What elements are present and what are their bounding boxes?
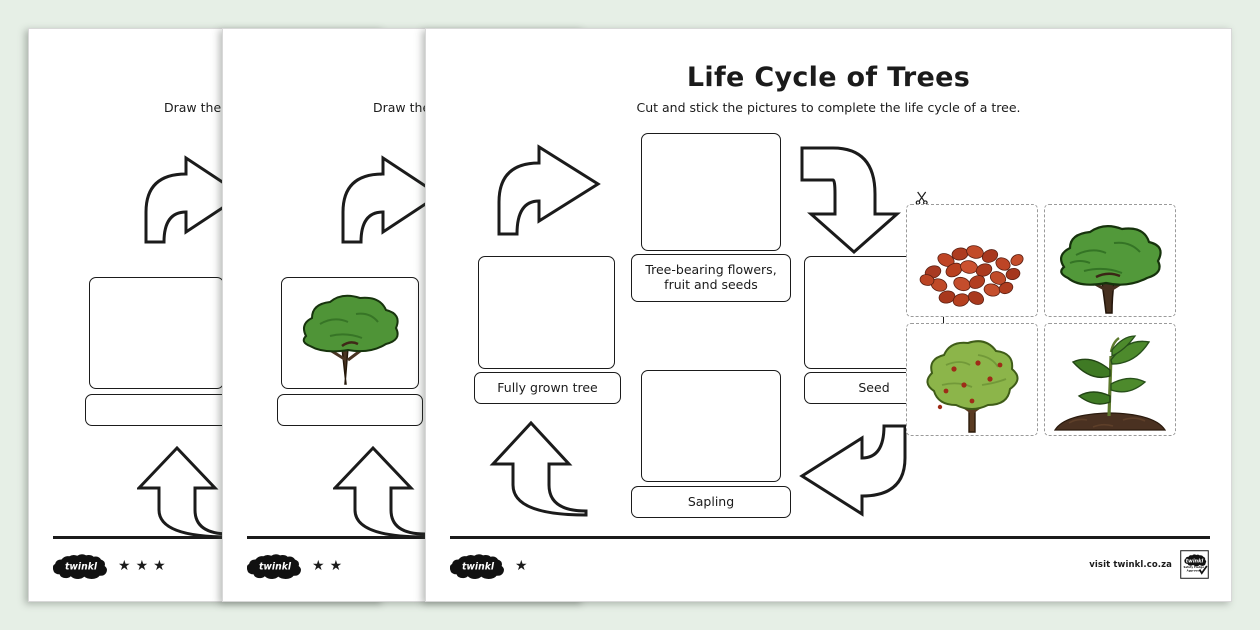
arrow-bottom-to-left-icon xyxy=(489,419,595,519)
arrow-bottom-to-left-middle xyxy=(333,444,433,539)
tree-with-fruit-image xyxy=(926,340,1019,433)
twinkl-approved-badge-icon: twinkl Safety Pledge Approved xyxy=(1180,550,1209,579)
cutout-card-fully-grown-tree[interactable] xyxy=(1044,204,1176,317)
cutout-card-seeds[interactable] xyxy=(906,204,1038,317)
svg-text:twinkl: twinkl xyxy=(1186,558,1204,564)
star: ★ xyxy=(515,558,528,574)
svg-text:twinkl: twinkl xyxy=(259,561,292,572)
difficulty-stars-middle: ★ ★ xyxy=(312,559,342,573)
mature-green-tree-image xyxy=(1060,225,1162,314)
difficulty-stars-back: ★ ★ ★ xyxy=(118,559,166,573)
visit-url-text[interactable]: visit twinkl.co.za xyxy=(1089,559,1172,570)
svg-text:Safety Pledge: Safety Pledge xyxy=(1184,565,1205,569)
arrow-left-to-top-icon xyxy=(488,144,606,236)
page-subtitle: Cut and stick the pictures to complete t… xyxy=(636,100,1021,115)
footer-front: twinkl ★ xyxy=(450,553,528,579)
picture-box-top[interactable] xyxy=(641,133,781,251)
footer-divider-back xyxy=(53,536,379,539)
stage-label-top: Tree-bearing flowers, fruit and seeds xyxy=(631,254,791,302)
svg-text:twinkl: twinkl xyxy=(65,561,98,572)
label-box-middle[interactable] xyxy=(277,394,423,426)
worksheet-page-front[interactable]: Life Cycle of Trees Cut and stick the pi… xyxy=(425,28,1232,602)
stage-label-left: Fully grown tree xyxy=(474,372,621,404)
arrow-left-to-top-back xyxy=(134,154,254,244)
seedling-in-soil-image xyxy=(1053,335,1167,431)
difficulty-stars-front: ★ xyxy=(515,559,528,573)
star: ★ xyxy=(312,558,325,574)
mature-green-tree-image xyxy=(302,294,399,385)
arrow-right-to-bottom-icon xyxy=(796,424,908,517)
picture-box-bottom[interactable] xyxy=(641,370,781,482)
twinkl-logo-back: twinkl xyxy=(53,554,107,579)
footer-divider-front xyxy=(450,536,1210,539)
cutout-card-sapling[interactable] xyxy=(1044,323,1176,436)
stage-label-bottom: Sapling xyxy=(631,486,791,518)
footer-right-front: visit twinkl.co.za twinkl Safety Pledge … xyxy=(1089,550,1209,579)
star: ★ xyxy=(118,558,131,574)
instruction-text-back: Draw the pi xyxy=(164,100,237,115)
twinkl-logo[interactable]: twinkl xyxy=(450,553,506,579)
star: ★ xyxy=(135,558,149,574)
footer-back: twinkl ★ ★ ★ xyxy=(53,553,166,579)
star: ★ xyxy=(153,558,166,574)
footer-divider-middle xyxy=(247,536,577,539)
picture-box-back[interactable] xyxy=(89,277,224,389)
cutout-card-fruiting-tree[interactable] xyxy=(906,323,1038,436)
arrow-top-to-right-icon xyxy=(799,144,904,256)
label-box-back[interactable] xyxy=(85,394,229,426)
picture-box-left[interactable] xyxy=(478,256,615,369)
star: ★ xyxy=(329,558,343,574)
pile-of-seeds-image xyxy=(919,245,1024,307)
footer-middle: twinkl ★ ★ xyxy=(247,553,342,579)
svg-text:Approved: Approved xyxy=(1187,568,1201,572)
picture-box-middle[interactable] xyxy=(281,277,419,389)
life-cycle-diagram: Tree-bearing flowers, fruit and seeds Fu… xyxy=(474,124,944,539)
cutout-card-grid xyxy=(906,191,1186,449)
twinkl-logo-text: twinkl xyxy=(462,561,495,572)
page-title: Life Cycle of Trees xyxy=(686,62,971,93)
arrow-left-to-top-middle xyxy=(331,154,451,244)
instruction-text-middle: Draw the xyxy=(373,100,431,115)
twinkl-logo-middle: twinkl xyxy=(247,554,301,579)
